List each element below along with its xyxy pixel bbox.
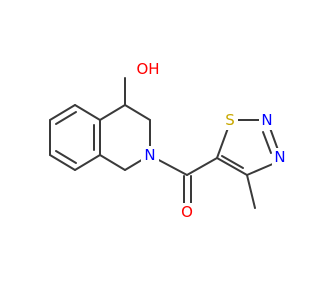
atom-labels: OH N O S N N bbox=[134, 58, 288, 223]
bond bbox=[49, 104, 76, 121]
double-bond-inner bbox=[55, 150, 77, 164]
bond bbox=[216, 127, 229, 159]
bond bbox=[216, 157, 248, 176]
bond bbox=[74, 104, 101, 121]
bond bbox=[99, 154, 126, 171]
bond bbox=[74, 154, 101, 171]
bond bbox=[49, 154, 76, 171]
bond bbox=[246, 162, 276, 176]
methyl-bond bbox=[246, 174, 256, 209]
bond bbox=[186, 157, 218, 176]
thiadiazole-nitrogen-2-label: N bbox=[274, 148, 285, 166]
thiadiazole-nitrogen-1-label: N bbox=[261, 111, 272, 129]
molecule-structure: OH N O S N N bbox=[49, 58, 288, 223]
sulfur-label: S bbox=[225, 111, 235, 129]
carbonyl-oxygen-label: O bbox=[181, 203, 193, 221]
hydroxyl-label: OH bbox=[136, 60, 159, 78]
double-bond-inner bbox=[55, 111, 77, 125]
double-bond-inner bbox=[221, 155, 244, 169]
ring-nitrogen-label: N bbox=[144, 146, 155, 164]
amide-linkage bbox=[154, 157, 218, 204]
bond bbox=[269, 127, 279, 151]
benzene-ring bbox=[49, 104, 101, 171]
bond bbox=[99, 104, 126, 121]
tetrahydro-ring bbox=[99, 77, 151, 171]
double-bond-inner bbox=[262, 131, 272, 154]
bond bbox=[154, 157, 188, 176]
bond bbox=[124, 104, 151, 121]
thiadiazole-ring bbox=[216, 119, 279, 209]
